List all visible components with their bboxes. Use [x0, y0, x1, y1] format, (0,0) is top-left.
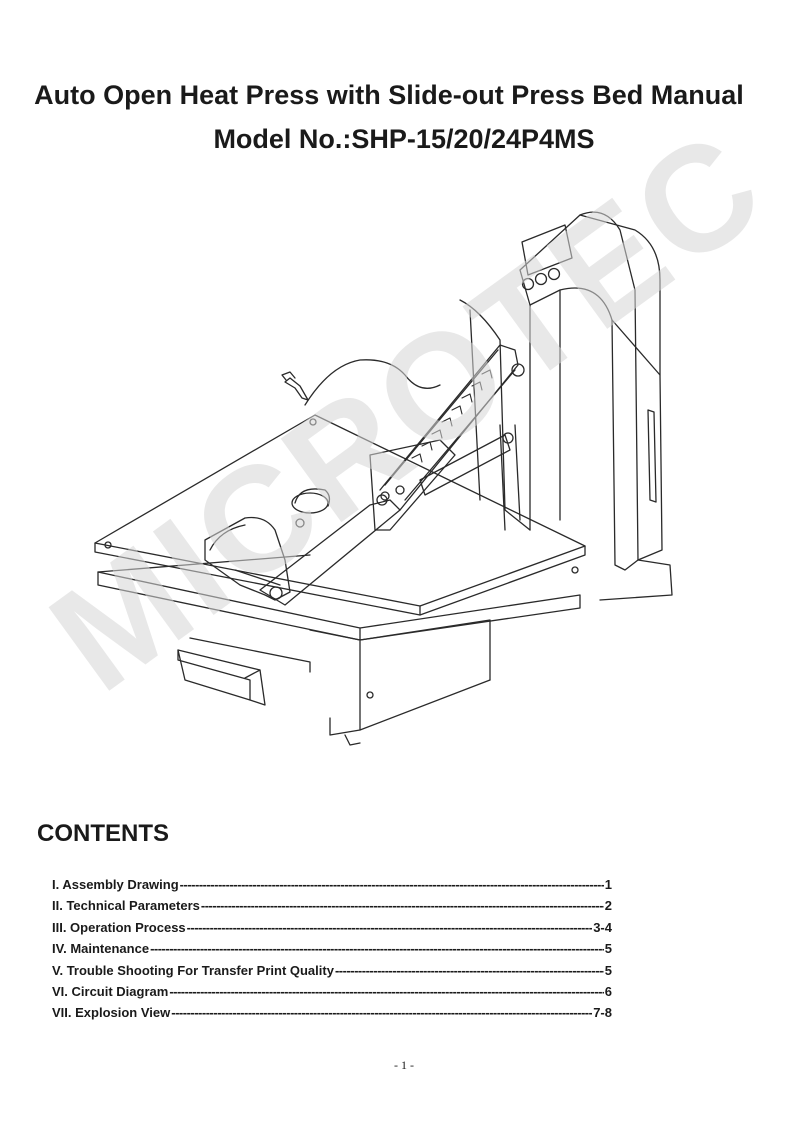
toc-leader: [201, 898, 604, 913]
toc-entry-label: VI. Circuit Diagram: [52, 983, 169, 999]
toc-leader: [187, 920, 593, 935]
toc-entry-label: I. Assembly Drawing: [52, 877, 179, 892]
toc-entry[interactable]: VI. Circuit Diagram 6: [52, 984, 612, 1005]
heat-press-illustration: [94, 211, 673, 746]
toc-leader: [171, 1005, 592, 1020]
toc-entry[interactable]: III. Operation Process 3-4: [52, 920, 612, 941]
toc-entry-page: 5: [604, 962, 612, 978]
toc-entry-label: VII. Explosion View: [52, 1005, 171, 1021]
toc-entry-page: 3-4: [593, 919, 612, 935]
toc-entry-page: 2: [604, 898, 612, 914]
model-number: Model No.:SHP-15/20/24P4MS: [213, 124, 595, 154]
toc-leader: [335, 963, 604, 978]
toc-leader: [180, 877, 604, 892]
toc-entry-page: 1: [604, 877, 612, 892]
table-of-contents: I. Assembly Drawing 1 II. Technical Para…: [52, 877, 612, 1027]
toc-entry-page: 6: [604, 983, 612, 999]
toc-entry-label: III. Operation Process: [52, 919, 186, 935]
toc-entry-page: 7-8: [593, 1005, 612, 1021]
toc-entry[interactable]: II. Technical Parameters 2: [52, 898, 612, 919]
document-title: Auto Open Heat Press with Slide-out Pres…: [34, 80, 744, 110]
toc-entry[interactable]: IV. Maintenance 5: [52, 941, 612, 962]
toc-entry-label: V. Trouble Shooting For Transfer Print Q…: [52, 962, 334, 978]
contents-heading: CONTENTS: [37, 820, 169, 847]
toc-entry[interactable]: V. Trouble Shooting For Transfer Print Q…: [52, 963, 612, 984]
page-number: - 1 -: [394, 1058, 414, 1072]
toc-entry[interactable]: VII. Explosion View 7-8: [52, 1005, 612, 1026]
toc-leader: [150, 941, 604, 956]
toc-leader: [169, 984, 603, 999]
toc-entry-label: IV. Maintenance: [52, 941, 150, 957]
toc-entry-label: II. Technical Parameters: [52, 898, 200, 914]
toc-entry-page: 5: [604, 941, 612, 957]
toc-entry[interactable]: I. Assembly Drawing 1: [52, 877, 612, 898]
